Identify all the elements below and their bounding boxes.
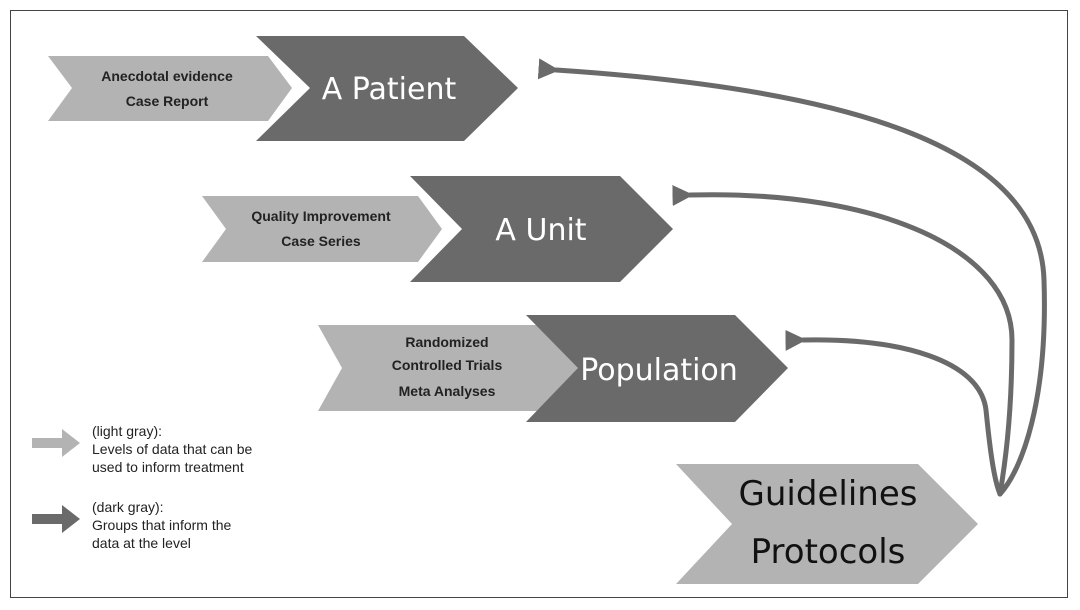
legend-light-line1: Levels of data that can be [92,441,253,457]
evidence-label-3a: Randomized [405,334,488,350]
legend-dark-title: (dark gray): [92,499,164,515]
guidelines-label: Guidelines [739,474,918,514]
group-chevron-unit [410,176,673,282]
group-chevron-population [526,315,788,422]
evidence-label-2a: Quality Improvement [251,208,391,224]
feedback-arrow-to-patient [537,58,1047,497]
feedback-arrow-to-unit [672,184,1015,497]
protocols-label: Protocols [751,532,906,572]
evidence-label-3c: Meta Analyses [399,383,496,399]
group-label-unit: A Unit [495,213,586,248]
legend-light-arrow-icon [32,429,80,457]
evidence-label-2b: Case Series [281,233,361,249]
legend-light-title: (light gray): [92,423,162,439]
evidence-label-3b: Controlled Trials [392,357,503,373]
evidence-chevron-3 [318,325,580,411]
legend-light-line2: used to inform treatment [92,459,244,475]
legend-dark-arrow-icon [32,505,80,533]
evidence-label-1b: Case Report [126,93,209,109]
group-label-patient: A Patient [322,72,457,107]
group-chevron-patient [256,36,518,141]
evidence-label-1a: Anecdotal evidence [101,68,233,84]
group-label-population: Population [580,353,738,388]
legend-dark-line1: Groups that inform the [92,517,232,533]
evidence-chevron-2 [202,196,442,262]
evidence-chevron-1 [48,56,292,121]
guidelines-chevron [676,464,978,584]
feedback-arrow-to-population [785,329,1003,497]
legend-dark-line2: data at the level [92,535,191,551]
